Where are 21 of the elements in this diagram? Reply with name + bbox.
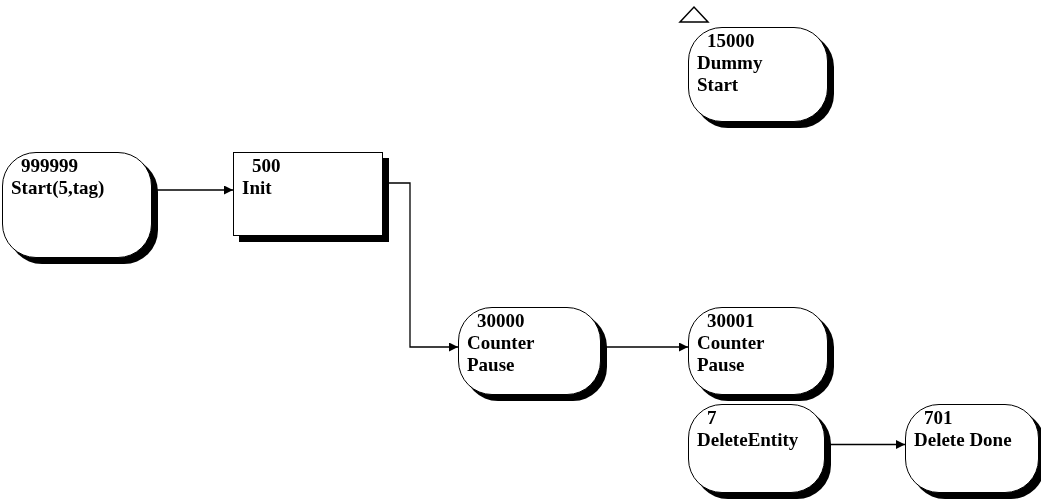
- node-label: Counter Pause: [467, 332, 536, 376]
- node-number: 500: [251, 155, 281, 177]
- node-label: DeleteEntity: [697, 429, 799, 451]
- node-label: Start(5,tag): [11, 177, 105, 199]
- state-box: [688, 404, 825, 493]
- state-box: [688, 307, 828, 395]
- state-box: [688, 27, 828, 122]
- node-number: 30001: [706, 310, 755, 332]
- node-number: 7: [706, 407, 717, 429]
- node-label: Init: [242, 177, 272, 199]
- state-box: [905, 404, 1039, 493]
- node-number: 999999: [20, 155, 78, 177]
- process-box: [233, 152, 383, 236]
- node-label: Counter Pause: [697, 332, 766, 376]
- state-box: [458, 307, 601, 395]
- node-number: 701: [923, 407, 953, 429]
- node-number: 15000: [706, 30, 755, 52]
- state-box: [2, 152, 152, 258]
- node-number: 30000: [476, 310, 525, 332]
- node-label: Delete Done: [914, 429, 1012, 451]
- node-label: Dummy Start: [697, 52, 764, 96]
